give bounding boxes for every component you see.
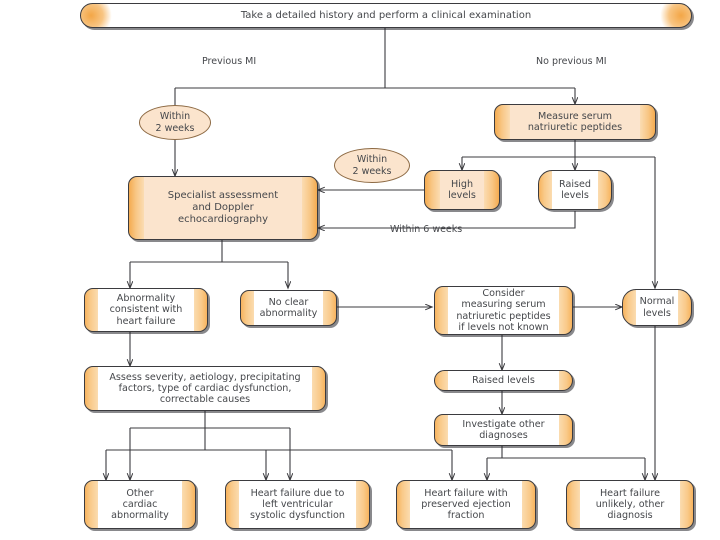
assess-line2: factors, type of cardiac dysfunction, — [118, 382, 292, 394]
node-investigate-other[interactable]: Investigate other diagnoses — [434, 414, 573, 446]
hfpef-line1: Heart failure with — [424, 487, 508, 499]
node-outcome-lvsd[interactable]: Heart failure due to left ventricular sy… — [225, 480, 370, 529]
consider-line2: measuring serum — [461, 299, 546, 311]
unlikely-line1: Heart failure — [599, 487, 661, 499]
normal-line1: Normal — [639, 296, 675, 308]
node-consider-measuring[interactable]: Consider measuring serum natriuretic pep… — [434, 286, 573, 335]
node-normal-levels[interactable]: Normal levels — [622, 289, 692, 326]
measure-line2: natriuretic peptides — [527, 122, 623, 133]
raised-top-line2: levels — [561, 190, 589, 201]
lvsd-line3: systolic dysfunction — [250, 510, 345, 522]
noclear-line1: No clear — [268, 296, 309, 308]
specialist-line1: Specialist assessment — [167, 190, 279, 202]
normal-line2: levels — [643, 307, 671, 319]
raised-top-line1: Raised — [559, 178, 591, 190]
note-right-line1: Within — [356, 154, 388, 166]
investigate-line2: diagnoses — [479, 430, 528, 441]
node-outcome-unlikely[interactable]: Heart failure unlikely, other diagnosis — [566, 480, 694, 529]
node-measure-serum[interactable]: Measure serum natriuretic peptides — [494, 104, 656, 140]
specialist-line2: and Doppler — [192, 202, 254, 214]
noclear-line2: abnormality — [259, 308, 318, 319]
node-raised-levels-mid[interactable]: Raised levels — [434, 370, 573, 391]
hfpef-line2: preserved ejection — [421, 498, 511, 510]
unlikely-line2: unlikely, other — [595, 498, 665, 510]
abnormality-line3: heart failure — [116, 315, 176, 327]
raised-mid-label: Raised levels — [472, 374, 535, 386]
other-line3: abnormality — [111, 510, 169, 522]
measure-line1: Measure serum — [537, 110, 613, 122]
edge-label-previous-mi: Previous MI — [202, 56, 257, 67]
consider-line1: Consider — [482, 287, 525, 299]
node-no-clear-abnormality[interactable]: No clear abnormality — [240, 290, 337, 326]
consider-line4: if levels not known — [458, 321, 549, 333]
note-left-line2: 2 weeks — [155, 122, 195, 134]
hfpef-line3: fraction — [447, 510, 485, 522]
consider-line3: natriuretic peptides — [456, 310, 551, 322]
note-within-2-weeks-left: Within 2 weeks — [139, 105, 211, 140]
node-specialist-assessment[interactable]: Specialist assessment and Doppler echoca… — [128, 176, 318, 240]
lvsd-line2: left ventricular — [262, 498, 333, 510]
assess-line1: Assess severity, aetiology, precipitatin… — [109, 371, 301, 383]
node-start-label: Take a detailed history and perform a cl… — [240, 9, 532, 21]
edge-label-no-previous-mi: No previous MI — [536, 56, 607, 67]
node-abnormality-consistent[interactable]: Abnormality consistent with heart failur… — [84, 288, 208, 332]
abnormality-line2: consistent with — [109, 304, 183, 316]
node-start[interactable]: Take a detailed history and perform a cl… — [80, 3, 692, 28]
node-high-levels[interactable]: High levels — [424, 170, 500, 210]
abnormality-line1: Abnormality — [116, 293, 176, 305]
other-line1: Other — [126, 487, 154, 499]
assess-line3: correctable causes — [159, 394, 251, 406]
high-line1: High — [450, 178, 474, 190]
other-line2: cardiac — [122, 498, 158, 510]
high-line2: levels — [448, 190, 476, 201]
note-within-2-weeks-right: Within 2 weeks — [334, 148, 410, 183]
node-outcome-hfpef[interactable]: Heart failure with preserved ejection fr… — [396, 480, 536, 529]
node-assess-severity[interactable]: Assess severity, aetiology, precipitatin… — [84, 366, 326, 411]
note-left-line1: Within — [159, 111, 191, 123]
node-raised-levels-top[interactable]: Raised levels — [538, 170, 612, 210]
investigate-line1: Investigate other — [462, 418, 545, 430]
node-outcome-other-cardiac[interactable]: Other cardiac abnormality — [84, 480, 196, 529]
unlikely-line3: diagnosis — [607, 510, 653, 522]
specialist-line3: echocardiography — [177, 213, 269, 225]
note-right-line2: 2 weeks — [352, 165, 392, 177]
edge-label-within-6-weeks: Within 6 weeks — [390, 224, 463, 235]
lvsd-line1: Heart failure due to — [250, 487, 345, 499]
